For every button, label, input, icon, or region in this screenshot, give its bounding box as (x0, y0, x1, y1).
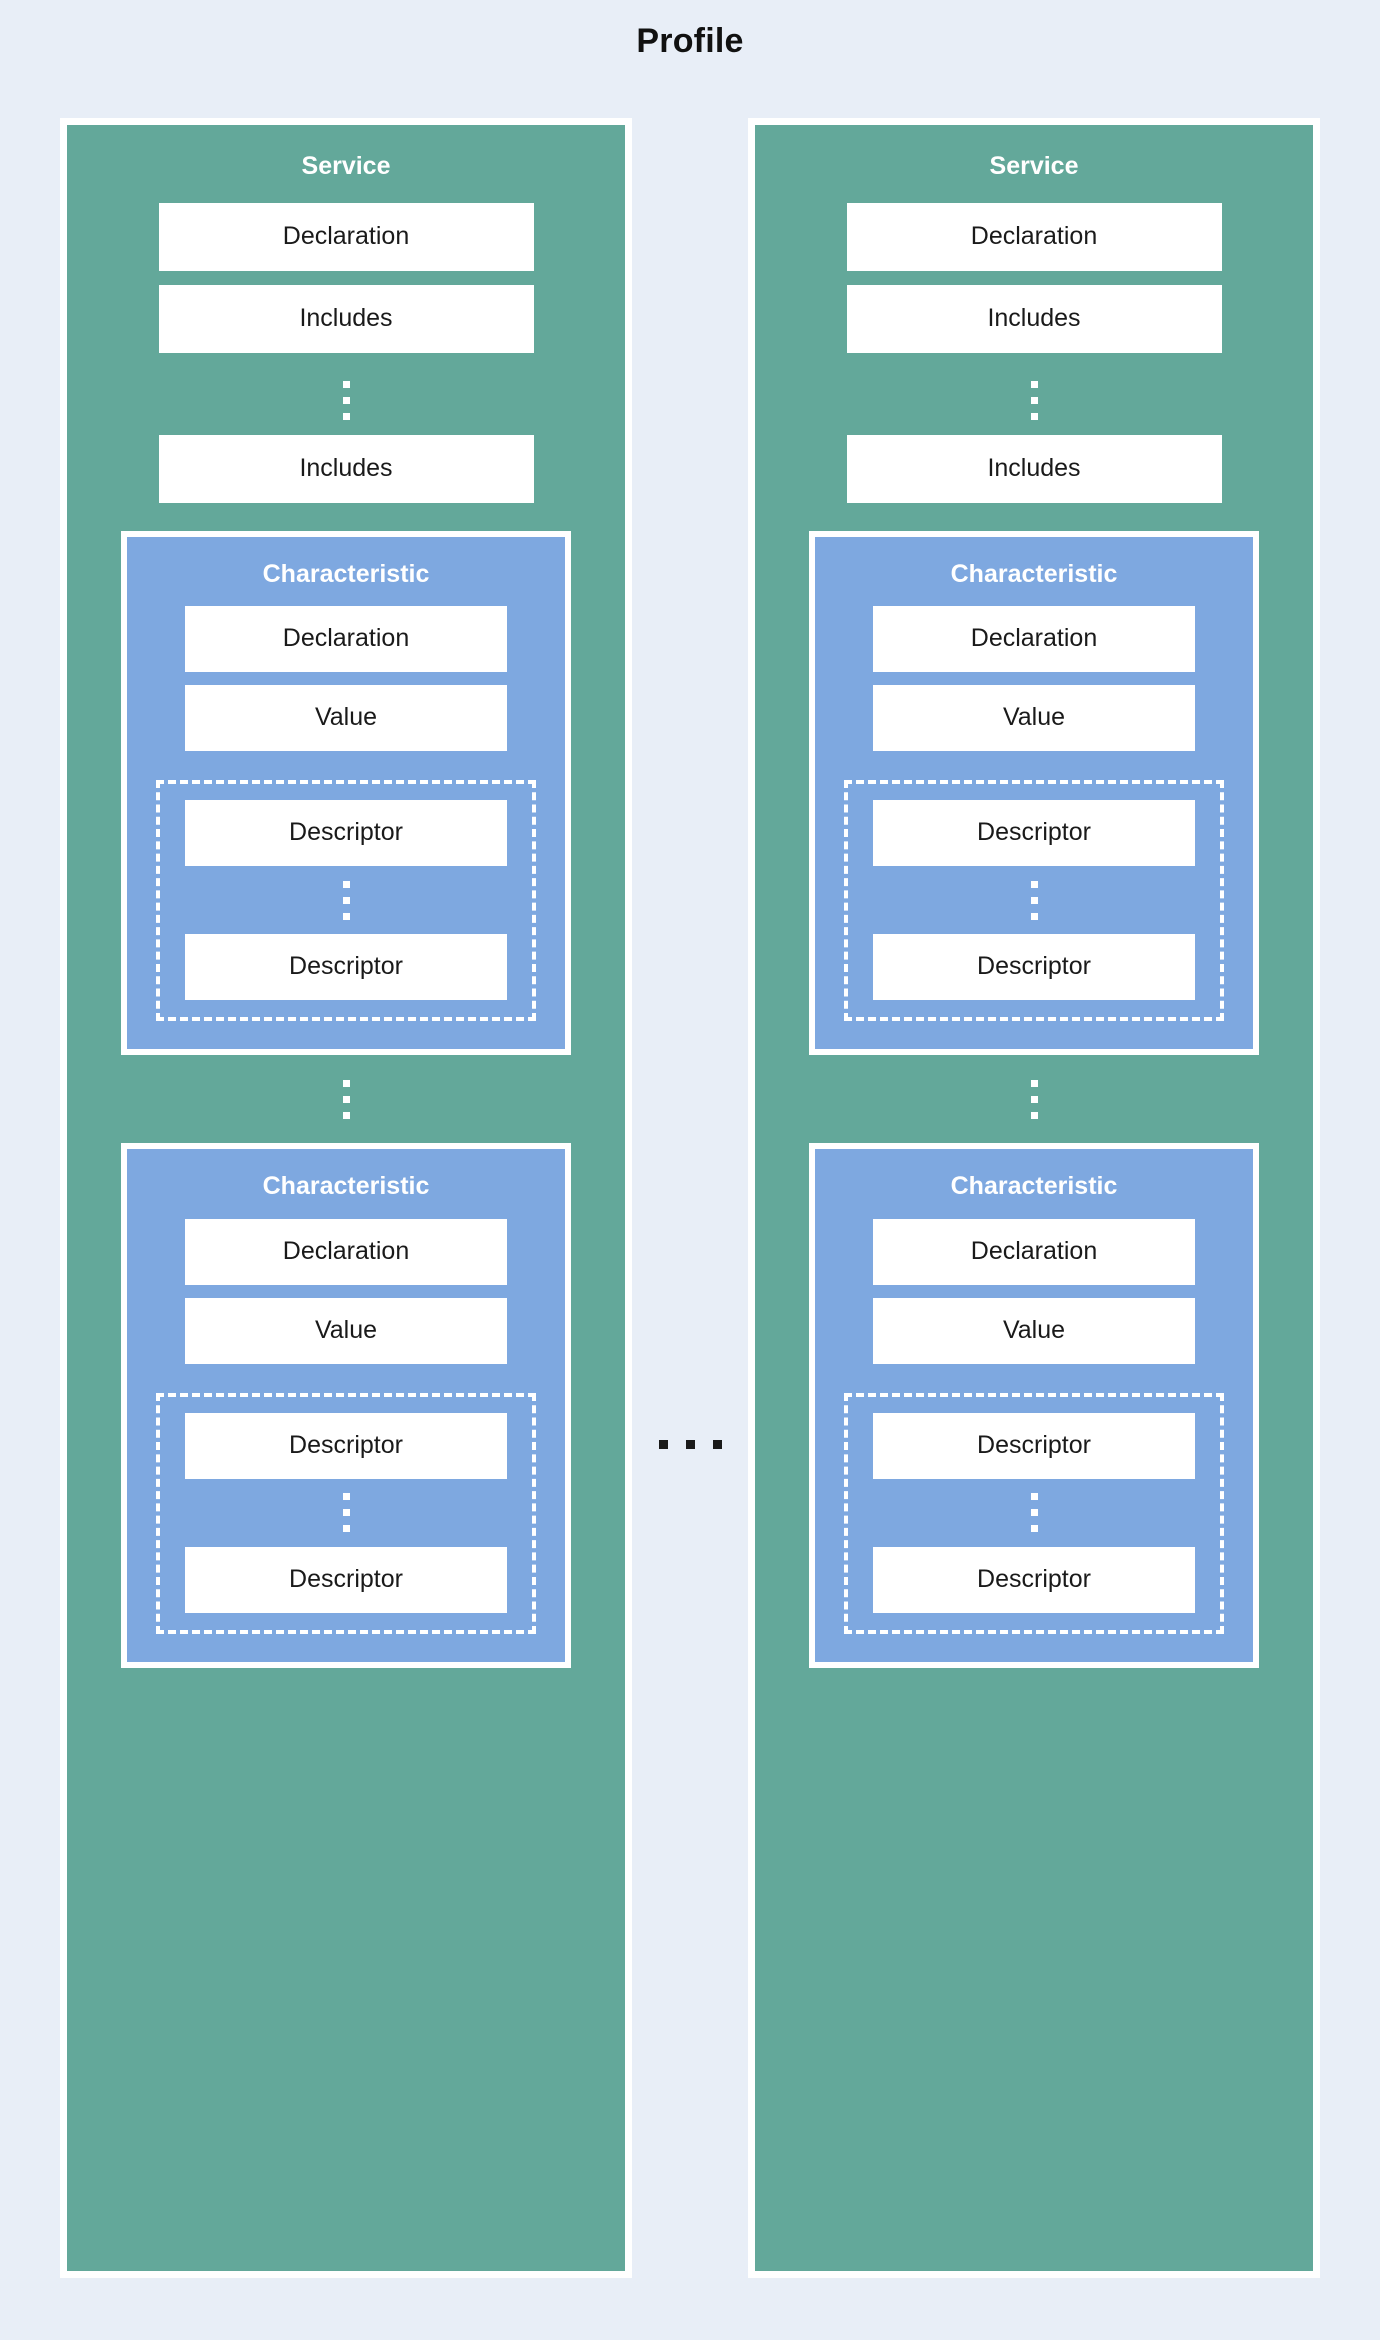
service-includes-box-last[interactable]: Includes (846, 434, 1222, 503)
characteristic-declaration-box[interactable]: Declaration (185, 606, 507, 672)
ellipsis-dot (1030, 1525, 1038, 1532)
characteristic-title: Characteristic (950, 559, 1118, 588)
characteristic-declaration-box[interactable]: Declaration (185, 1218, 507, 1285)
ellipsis-dot (342, 397, 350, 404)
service-includes-box-first[interactable]: Includes (158, 284, 534, 353)
service-columns: Service Declaration Includes Includes Ch… (60, 118, 1320, 2278)
characteristic-declaration-box[interactable]: Declaration (873, 1218, 1195, 1285)
descriptor-box-last[interactable]: Descriptor (873, 934, 1195, 1000)
service-declaration-box[interactable]: Declaration (846, 202, 1222, 271)
ellipsis-dot (342, 1525, 350, 1532)
descriptor-group: Descriptor Descriptor (844, 1392, 1224, 1634)
ellipsis-dot (1030, 1111, 1038, 1119)
descriptor-box-first[interactable]: Descriptor (873, 1412, 1195, 1479)
ellipsis-dot (342, 1095, 350, 1103)
descriptor-vertical-ellipsis (1030, 1490, 1038, 1536)
ellipsis-dot (1030, 413, 1038, 420)
ellipsis-dot (1030, 397, 1038, 404)
characteristic-panel-1[interactable]: Characteristic Declaration Value Descrip… (809, 530, 1259, 1055)
characteristic-value-box[interactable]: Value (185, 1297, 507, 1364)
descriptor-box-last[interactable]: Descriptor (873, 1546, 1195, 1613)
ellipsis-dot (1030, 1095, 1038, 1103)
characteristic-value-box[interactable]: Value (873, 1297, 1195, 1364)
descriptor-box-first[interactable]: Descriptor (873, 800, 1195, 866)
ellipsis-dot (342, 1079, 350, 1087)
ellipsis-dot (1030, 912, 1038, 920)
descriptor-group: Descriptor Descriptor (156, 780, 536, 1021)
ellipsis-dot (342, 912, 350, 920)
ellipsis-dot (1030, 1493, 1038, 1500)
ellipsis-dot (342, 381, 350, 388)
service-includes-box-first[interactable]: Includes (846, 284, 1222, 353)
descriptor-vertical-ellipsis (1030, 877, 1038, 923)
ellipsis-dot (342, 1111, 350, 1119)
characteristic-title: Characteristic (950, 1172, 1118, 1200)
characteristic-panel-2[interactable]: Characteristic Declaration Value Descrip… (809, 1143, 1259, 1668)
ellipsis-dot (1030, 880, 1038, 888)
descriptor-box-last[interactable]: Descriptor (185, 1546, 507, 1613)
characteristic-value-box[interactable]: Value (873, 685, 1195, 751)
service-panel-1[interactable]: Service Declaration Includes Includes Ch… (60, 118, 632, 2278)
characteristic-value-box[interactable]: Value (185, 685, 507, 751)
ellipsis-dot (342, 880, 350, 888)
descriptor-vertical-ellipsis (342, 877, 350, 923)
descriptor-group: Descriptor Descriptor (844, 780, 1224, 1021)
ellipsis-dot (1030, 1509, 1038, 1516)
service-title: Service (989, 152, 1079, 180)
ellipsis-dot (342, 1493, 350, 1500)
includes-vertical-ellipsis (1030, 378, 1038, 424)
descriptor-box-first[interactable]: Descriptor (185, 800, 507, 866)
services-horizontal-ellipsis (632, 1440, 748, 1449)
characteristic-panel-2[interactable]: Characteristic Declaration Value Descrip… (121, 1143, 571, 1668)
includes-vertical-ellipsis (342, 378, 350, 424)
columns-gap (632, 118, 748, 2278)
descriptor-box-first[interactable]: Descriptor (185, 1412, 507, 1479)
characteristic-panel-1[interactable]: Characteristic Declaration Value Descrip… (121, 530, 571, 1055)
characteristic-vertical-ellipsis (342, 1071, 350, 1127)
ellipsis-dot (685, 1440, 695, 1449)
ellipsis-dot (1030, 381, 1038, 388)
ellipsis-dot (658, 1440, 668, 1449)
ellipsis-dot (342, 896, 350, 904)
characteristic-declaration-box[interactable]: Declaration (873, 606, 1195, 672)
descriptor-group: Descriptor Descriptor (156, 1392, 536, 1634)
ellipsis-dot (1030, 896, 1038, 904)
descriptor-vertical-ellipsis (342, 1490, 350, 1536)
characteristic-title: Characteristic (262, 559, 430, 588)
characteristic-title: Characteristic (262, 1172, 430, 1200)
service-includes-box-last[interactable]: Includes (158, 434, 534, 503)
ellipsis-dot (1030, 1079, 1038, 1087)
ellipsis-dot (712, 1440, 722, 1449)
page-title: Profile (636, 22, 744, 60)
characteristic-vertical-ellipsis (1030, 1071, 1038, 1127)
ellipsis-dot (342, 413, 350, 420)
service-title: Service (301, 152, 391, 180)
ellipsis-dot (342, 1509, 350, 1516)
descriptor-box-last[interactable]: Descriptor (185, 934, 507, 1000)
service-panel-2[interactable]: Service Declaration Includes Includes Ch… (748, 118, 1320, 2278)
service-declaration-box[interactable]: Declaration (158, 202, 534, 271)
